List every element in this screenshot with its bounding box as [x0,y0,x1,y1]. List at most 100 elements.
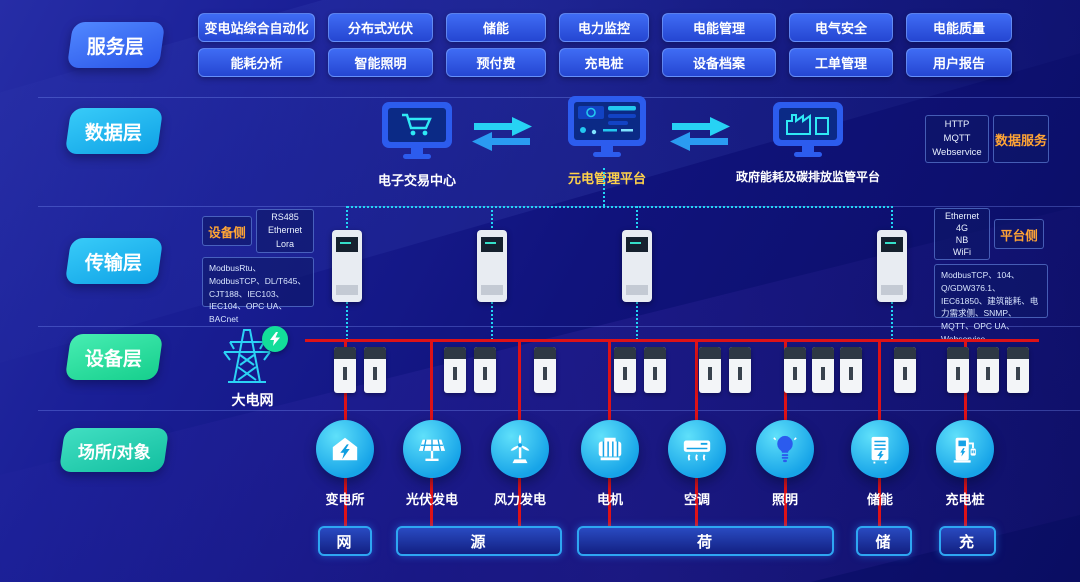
wind-turbine-icon [510,434,530,464]
service-button-energy-management[interactable]: 电能管理 [662,13,776,42]
data-protocols-box: HTTP MQTT Webservice [925,115,989,163]
platform-side-protocols-box: ModbusTCP、104、Q/GDW376.1、IEC61850、建筑能耗、电… [934,264,1048,344]
data-service-box: 数据服务 [993,115,1049,163]
substation-icon [332,437,358,461]
category-load: 荷 [577,526,834,556]
site-wind [491,420,549,478]
category-storage: 储 [856,526,912,556]
dotted-link [603,168,605,206]
circuit-breaker-icon [784,347,806,393]
big-grid-label: 大电网 [231,392,274,408]
dotted-link [491,302,493,340]
device-side-label: 设备侧 [202,216,252,246]
ems-platform-node: 元电管理平台 [537,94,677,187]
gov-supervision-label: 政府能耗及碳排放监管平台 [735,170,880,184]
layer-divider [38,97,1080,98]
layer-label-transport: 传输层 [64,238,164,284]
battery-cabinet-icon [871,436,889,464]
site-storage [851,420,909,478]
site-label-storage: 储能 [866,492,893,507]
service-button-work-order[interactable]: 工单管理 [789,48,893,77]
site-label-lighting: 照明 [771,492,798,507]
platform-side-links-box: Ethernet 4G NB WiFi [934,208,990,260]
site-label-motor: 电机 [596,492,623,507]
layer-label-data: 数据层 [64,108,164,154]
power-bus-line [305,339,1039,342]
device-side-protocols-box: ModbusRtu、ModbusTCP、DL/T645、CJT188、IEC10… [202,257,314,324]
service-button-smart-lighting[interactable]: 智能照明 [328,48,433,77]
service-button-power-monitoring[interactable]: 电力监控 [559,13,649,42]
platform-side-label: 平台侧 [994,219,1044,249]
energy-meter-icon [477,230,507,302]
bidirectional-arrows-icon [470,114,534,159]
dotted-link [346,206,348,232]
dotted-link [491,206,493,232]
monitor-cart-icon [382,102,452,159]
circuit-breaker-icon [444,347,466,393]
service-button-substation-automation[interactable]: 变电站综合自动化 [198,13,315,42]
circuit-breaker-icon [534,347,556,393]
trading-center-node: 电子交易中心 [347,100,487,189]
service-button-device-archive[interactable]: 设备档案 [662,48,776,77]
service-button-energy-storage[interactable]: 储能 [446,13,546,42]
circuit-breaker-icon [614,347,636,393]
circuit-breaker-icon [334,347,356,393]
layer-divider [38,326,1080,327]
green-energy-badge [262,326,288,352]
circuit-breaker-icon [812,347,834,393]
site-lighting [756,420,814,478]
circuit-breaker-icon [699,347,721,393]
service-button-charging-pile[interactable]: 充电桩 [559,48,649,77]
service-button-energy-analysis[interactable]: 能耗分析 [198,48,315,77]
ac-icon [683,440,711,461]
category-charging: 充 [939,526,996,556]
layer-label-site: 场所/对象 [58,428,170,472]
energy-meter-icon [877,230,907,302]
dotted-backbone [347,206,893,208]
site-substation [316,420,374,478]
circuit-breaker-icon [894,347,916,393]
lightning-icon [270,332,280,346]
site-label-ac: 空调 [683,492,710,507]
service-button-power-quality[interactable]: 电能质量 [906,13,1012,42]
service-button-distributed-pv[interactable]: 分布式光伏 [328,13,433,42]
monitor-factory-icon [773,102,843,157]
dotted-link [891,206,893,232]
category-source: 源 [396,526,562,556]
service-layer-buttons: 变电站综合自动化 分布式光伏 储能 电力监控 电能管理 电气安全 电能质量 能耗… [198,13,1048,83]
category-grid: 网 [318,526,372,556]
device-side-links-box: RS485 Ethernet Lora [256,209,314,253]
circuit-breaker-icon [474,347,496,393]
transmission-tower-icon [223,329,271,383]
circuit-breaker-icon [644,347,666,393]
layer-label-service: 服务层 [66,22,166,68]
site-label-charger: 充电桩 [945,492,985,507]
site-motor [581,420,639,478]
energy-meter-icon [332,230,362,302]
site-label-wind: 风力发电 [493,492,546,507]
energy-meter-icon [622,230,652,302]
circuit-breaker-icon [840,347,862,393]
trading-center-label: 电子交易中心 [377,173,456,188]
site-solar [403,420,461,478]
circuit-breaker-icon [977,347,999,393]
service-button-user-report[interactable]: 用户报告 [906,48,1012,77]
layer-divider [38,410,1080,411]
circuit-breaker-icon [364,347,386,393]
site-charger [936,420,994,478]
dotted-link [636,206,638,232]
site-label-substation: 变电所 [325,492,365,507]
layer-label-device: 设备层 [64,334,164,380]
site-label-solar: 光伏发电 [405,492,458,507]
solar-icon [418,439,446,461]
ev-charger-icon [953,437,976,463]
bidirectional-arrows-icon [668,114,732,159]
site-air-conditioner [668,420,726,478]
circuit-breaker-icon [729,347,751,393]
monitor-dashboard-icon [568,96,646,157]
service-button-prepayment[interactable]: 预付费 [446,48,546,77]
lightbulb-icon [773,435,797,463]
gov-supervision-node: 政府能耗及碳排放监管平台 [722,100,894,185]
dotted-link [346,302,348,340]
service-button-electrical-safety[interactable]: 电气安全 [789,13,893,42]
